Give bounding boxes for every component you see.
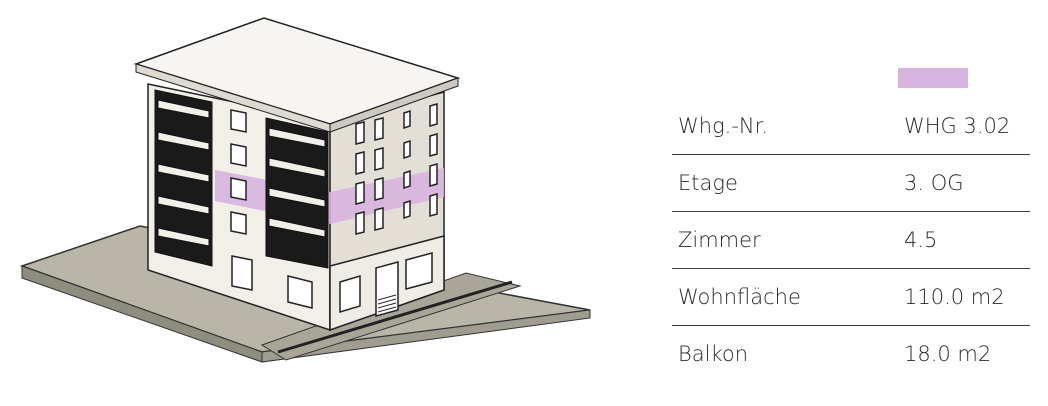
windows-right-facade bbox=[355, 103, 438, 235]
property-value: 110.0 m2 bbox=[904, 268, 1030, 326]
curb-line bbox=[277, 280, 513, 354]
highlight-floor-right bbox=[330, 168, 444, 224]
property-value: 18.0 m2 bbox=[904, 325, 1030, 382]
property-value: 4.5 bbox=[904, 211, 1030, 269]
property-label: Zimmer bbox=[672, 211, 904, 269]
property-value: WHG 3.02 bbox=[904, 114, 1011, 138]
highlight-color-swatch bbox=[898, 68, 968, 88]
property-value: 3. OG bbox=[904, 154, 1030, 212]
balcony-stack-left bbox=[154, 89, 213, 267]
balcony-stack-right bbox=[265, 117, 329, 269]
property-label: Wohnfläche bbox=[672, 268, 904, 326]
windows-left-middle bbox=[230, 109, 247, 235]
property-label: Etage bbox=[672, 154, 904, 212]
ground-plot-edge-right bbox=[261, 309, 591, 363]
building-isometric-illustration bbox=[19, 17, 591, 363]
table-row: Whg.-Nr. WHG 3.02 bbox=[672, 98, 1030, 155]
entrance-steps bbox=[377, 294, 397, 313]
ground-floor-openings bbox=[231, 252, 433, 317]
property-label: Whg.-Nr. bbox=[678, 114, 769, 138]
roof-edge-right bbox=[329, 77, 459, 133]
property-label: Balkon bbox=[672, 325, 904, 382]
